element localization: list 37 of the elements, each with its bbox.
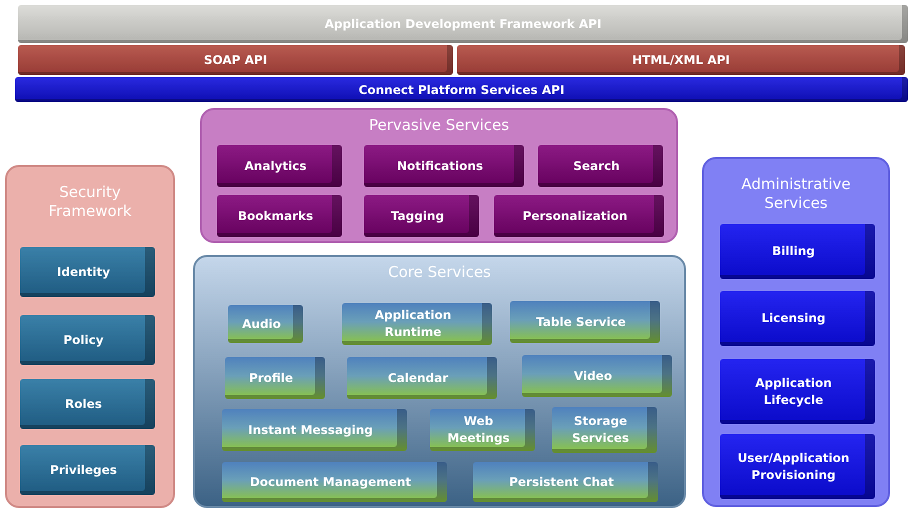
service-block: Document Management bbox=[222, 462, 447, 502]
group-title: Core Services bbox=[387, 263, 492, 282]
group-title: Administrative Services bbox=[740, 175, 852, 213]
service-group-panel bbox=[193, 255, 686, 508]
service-block: Table Service bbox=[510, 301, 660, 343]
service-block: Application Lifecycle bbox=[720, 359, 875, 424]
service-block: Identity bbox=[20, 247, 155, 297]
service-block: Instant Messaging bbox=[222, 409, 407, 451]
service-group-panel bbox=[702, 157, 890, 507]
service-block: Profile bbox=[225, 357, 325, 399]
service-block: User/Application Provisioning bbox=[720, 434, 875, 499]
group-title: Security Framework bbox=[47, 183, 133, 221]
group-title: Pervasive Services bbox=[368, 116, 510, 135]
service-block: Licensing bbox=[720, 291, 875, 346]
service-block: Persistent Chat bbox=[473, 462, 658, 502]
service-block: Video bbox=[522, 355, 672, 397]
service-block: Bookmarks bbox=[217, 195, 342, 237]
service-group-panel bbox=[200, 108, 678, 243]
service-block: Web Meetings bbox=[430, 409, 535, 451]
service-block: Personalization bbox=[494, 195, 664, 237]
service-block: Calendar bbox=[347, 357, 497, 399]
service-block: Roles bbox=[20, 379, 155, 429]
api-band: Connect Platform Services API bbox=[15, 77, 908, 102]
service-block: Application Runtime bbox=[342, 303, 492, 345]
service-block: Billing bbox=[720, 224, 875, 279]
api-band: SOAP API bbox=[18, 45, 453, 75]
service-block: Storage Services bbox=[552, 407, 657, 453]
service-group-panel bbox=[5, 165, 175, 508]
api-band: Application Development Framework API bbox=[18, 5, 908, 43]
service-block: Tagging bbox=[364, 195, 479, 237]
api-band: HTML/XML API bbox=[457, 45, 905, 75]
service-block: Search bbox=[538, 145, 663, 187]
service-block: Privileges bbox=[20, 445, 155, 495]
service-block: Audio bbox=[228, 305, 303, 343]
service-block: Policy bbox=[20, 315, 155, 365]
service-block: Analytics bbox=[217, 145, 342, 187]
service-block: Notifications bbox=[364, 145, 524, 187]
